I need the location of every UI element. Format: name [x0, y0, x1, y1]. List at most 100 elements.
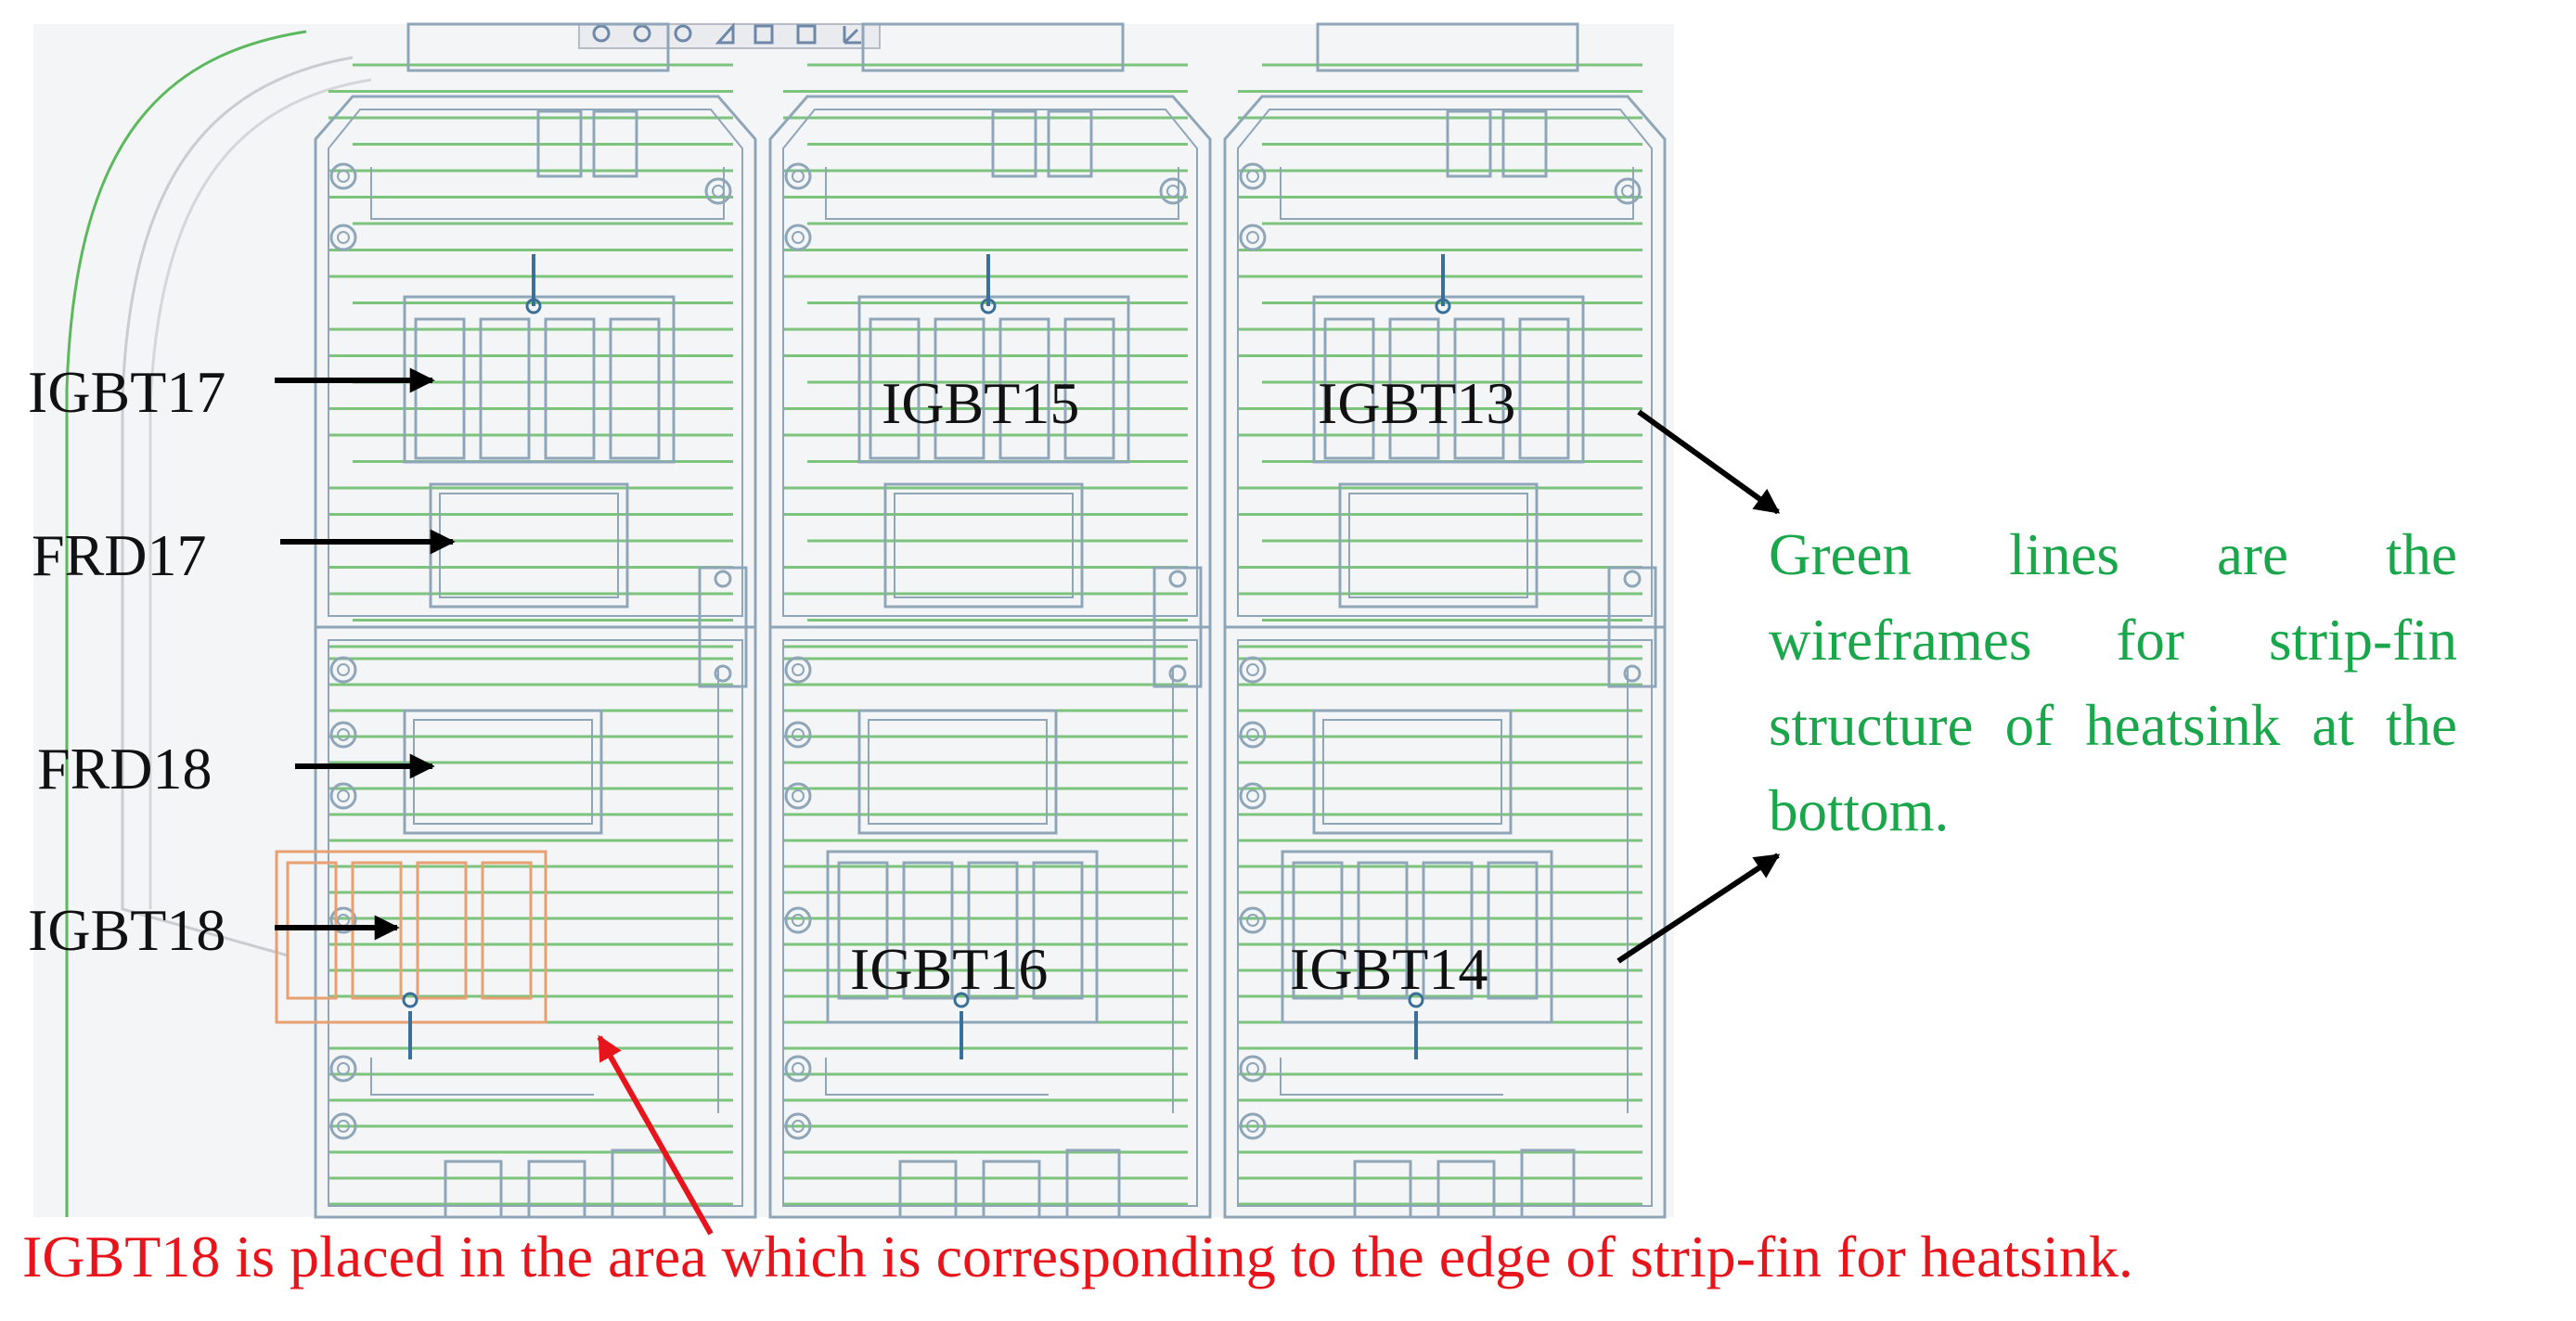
- mounting-hole-inner: [1246, 1120, 1259, 1133]
- terminal-block: [406, 22, 670, 72]
- terminal-pin: [982, 1160, 1041, 1219]
- mounting-hole: [329, 721, 357, 749]
- igbt-die: [1518, 317, 1570, 460]
- igbt-die: [1323, 317, 1375, 460]
- igbt-die: [416, 861, 468, 1000]
- igbt-die: [1063, 317, 1115, 460]
- mounting-hole: [329, 224, 357, 251]
- mounting-hole: [1239, 782, 1267, 810]
- mounting-hole: [329, 906, 357, 934]
- mounting-hole-inner: [792, 728, 805, 741]
- component-labels: IGBT17 FRD17 FRD18 IGBT18 IGBT15 IGBT13 …: [28, 359, 1515, 1002]
- module-inner-top: [782, 109, 1198, 617]
- mounting-hole: [1239, 1112, 1267, 1140]
- module-inner-top: [1237, 109, 1653, 617]
- mounting-hole-inner: [792, 914, 805, 927]
- mounting-hole-inner: [337, 1062, 350, 1075]
- terminal-block: [861, 22, 1125, 72]
- mounting-hole-inner: [1246, 663, 1259, 676]
- mounting-hole: [784, 1112, 812, 1140]
- igbt-die: [1388, 317, 1440, 460]
- fit-view-icon[interactable]: [715, 22, 735, 45]
- grid-icon[interactable]: [796, 24, 817, 45]
- mounting-hole-inner: [792, 789, 805, 802]
- igbt-die: [544, 317, 596, 460]
- module-inner-bottom: [328, 639, 743, 1207]
- terminal-pin: [1353, 1160, 1412, 1219]
- mounting-hole: [329, 1055, 357, 1083]
- trace: [1280, 167, 1634, 220]
- frd-die-inner: [894, 493, 1074, 598]
- mounting-hole: [1239, 721, 1267, 749]
- terminal-pin: [536, 109, 583, 178]
- frd-die-inner: [1348, 493, 1528, 598]
- igbt-die: [934, 317, 985, 460]
- mounting-hole-inner: [792, 1120, 805, 1133]
- mounting-hole: [1239, 656, 1267, 684]
- mounting-hole-inner: [1246, 789, 1259, 802]
- arrow-to-note-bottom: [1616, 853, 1781, 964]
- view-box-icon[interactable]: [753, 24, 774, 45]
- clamp-hole: [1623, 570, 1642, 588]
- module-inner-bottom: [1237, 639, 1653, 1207]
- mounting-hole-inner: [337, 728, 350, 741]
- mounting-hole: [784, 906, 812, 934]
- gate-pad: [953, 992, 970, 1008]
- label-frd17: FRD17: [32, 522, 207, 588]
- axes-icon[interactable]: [843, 26, 861, 45]
- igbt-die: [481, 861, 533, 1000]
- arrow-caption-to-igbt18: [597, 1034, 714, 1236]
- frd-die: [883, 482, 1084, 609]
- zoom-icon[interactable]: [592, 24, 611, 43]
- label-arrows: [275, 367, 1781, 964]
- mounting-hole: [329, 1112, 357, 1140]
- terminal-block: [1316, 22, 1579, 72]
- mounting-hole: [784, 782, 812, 810]
- frd-die: [857, 709, 1058, 835]
- strip-fin-wireframe: [275, 22, 1667, 1219]
- igbt-die: [479, 317, 531, 460]
- label-igbt16: IGBT16: [850, 936, 1048, 1002]
- igbt18-caption: IGBT18 is placed in the area which is co…: [22, 1224, 2133, 1289]
- mounting-hole: [1614, 177, 1642, 205]
- igbt-die-frame: [1312, 295, 1585, 464]
- gate-pad: [1435, 298, 1451, 314]
- mounting-hole-inner: [337, 789, 350, 802]
- terminal-pin: [1501, 109, 1548, 178]
- terminal-pin: [1436, 1160, 1496, 1219]
- mounting-hole: [1239, 1055, 1267, 1083]
- mounting-hole-inner: [337, 1120, 350, 1133]
- clamp-hole: [1168, 664, 1187, 683]
- label-igbt18: IGBT18: [28, 897, 225, 963]
- label-igbt15: IGBT15: [882, 370, 1079, 436]
- terminal-pin: [1520, 1148, 1576, 1219]
- zoom-in-icon[interactable]: [633, 24, 651, 43]
- mounting-hole-inner: [337, 170, 350, 183]
- frd-die: [1338, 482, 1539, 609]
- mounting-hole-inner: [1246, 728, 1259, 741]
- mounting-hole-inner: [1246, 170, 1259, 183]
- trace: [825, 1058, 1049, 1096]
- label-igbt13: IGBT13: [1318, 370, 1515, 436]
- zoom-out-icon[interactable]: [674, 24, 692, 43]
- trace: [825, 167, 1179, 220]
- label-igbt17: IGBT17: [28, 359, 225, 425]
- clamp: [1153, 566, 1203, 688]
- igbt-die: [869, 317, 921, 460]
- cad-toolbar[interactable]: [578, 22, 881, 49]
- green-lines-note: Green lines are the wireframes for strip…: [1769, 522, 2457, 843]
- mounting-hole: [704, 177, 732, 205]
- igbt-die: [609, 317, 661, 460]
- igbt-die: [1357, 861, 1409, 1000]
- label-igbt14: IGBT14: [1290, 936, 1488, 1002]
- mounting-hole: [784, 224, 812, 251]
- terminal-pin: [611, 1148, 666, 1219]
- frd-die: [1312, 709, 1513, 835]
- mounting-hole: [784, 162, 812, 190]
- mounting-hole: [1159, 177, 1187, 205]
- module-inner-bottom: [782, 639, 1198, 1207]
- mounting-hole-inner: [792, 1062, 805, 1075]
- trace: [370, 1058, 594, 1096]
- gate-pad: [1408, 992, 1424, 1008]
